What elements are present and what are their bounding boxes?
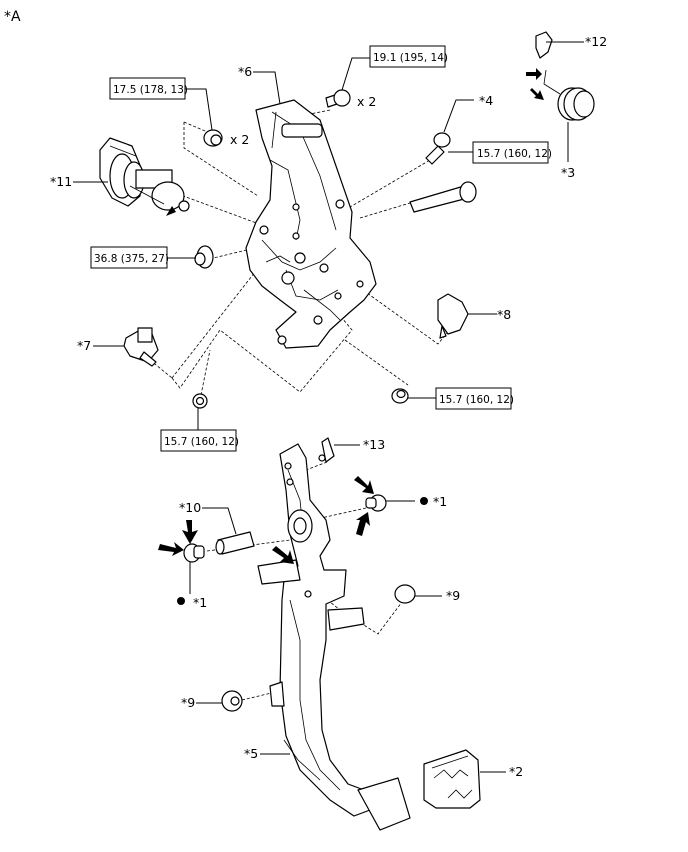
torque-value: 15.7 (160, 12)	[164, 436, 239, 448]
flange-nut-top	[203, 129, 223, 147]
bushing-right	[365, 494, 387, 512]
bullet-dot-right	[420, 497, 428, 505]
callout-13: *13	[363, 437, 385, 452]
stopper-upper	[394, 584, 416, 604]
bolt-4	[425, 132, 451, 165]
clip-12	[535, 31, 553, 59]
stop-switch-right	[437, 293, 469, 339]
bolt-top	[325, 89, 351, 108]
pedal-pad	[423, 749, 481, 809]
nut-quantity: x 2	[230, 132, 249, 147]
collar-10	[215, 531, 255, 555]
torque-value: 36.8 (375, 27)	[94, 253, 169, 265]
callout-8: *8	[497, 307, 511, 322]
torque-spec-left-mid: 36.8 (375, 27)	[90, 246, 169, 269]
callout-10: *10	[179, 500, 201, 515]
bullet-dot-left	[177, 597, 185, 605]
torque-spec-top-left: 17.5 (178, 13)	[109, 77, 188, 100]
callout-1-right: *1	[433, 494, 447, 509]
pedal-bracket	[245, 99, 377, 349]
torque-value: 15.7 (160, 12)	[439, 394, 514, 406]
callout-11: *11	[50, 174, 72, 189]
torque-spec-lower-left: 15.7 (160, 12)	[160, 429, 239, 452]
stopper-lower	[221, 690, 243, 712]
bolt-13	[318, 437, 335, 463]
callout-5: *5	[244, 746, 258, 761]
callout-7: *7	[77, 338, 91, 353]
grease-arrows	[158, 476, 374, 564]
torque-spec-lower-right: 15.7 (160, 12)	[435, 387, 514, 410]
view-label: *A	[4, 9, 21, 25]
nut-bottom-left	[192, 393, 208, 409]
callout-4: *4	[479, 93, 493, 108]
torque-value: 19.1 (195, 14)	[373, 52, 448, 64]
callout-12: *12	[585, 34, 607, 49]
callout-9-lower: *9	[181, 695, 195, 710]
stop-switch-left	[123, 327, 159, 367]
torque-value: 17.5 (178, 13)	[113, 84, 188, 96]
clevis-assembly	[99, 137, 190, 216]
nut-lower-right	[391, 388, 409, 404]
torque-spec-top-mid: 19.1 (195, 14)	[369, 45, 448, 68]
callout-2: *2	[509, 764, 523, 779]
callout-9-upper: *9	[446, 588, 460, 603]
pedal-lever	[257, 443, 411, 831]
nut-left	[194, 245, 214, 269]
long-bolt	[409, 181, 477, 213]
torque-spec-right: 15.7 (160, 12)	[472, 141, 552, 164]
return-spring	[526, 68, 595, 121]
bushing-left	[183, 543, 205, 563]
leader-lines	[73, 41, 584, 773]
callout-3: *3	[561, 165, 575, 180]
bolt-quantity: x 2	[357, 94, 376, 109]
callout-6: *6	[238, 64, 252, 79]
torque-value: 15.7 (160, 12)	[477, 148, 552, 160]
callout-1-left: *1	[193, 595, 207, 610]
